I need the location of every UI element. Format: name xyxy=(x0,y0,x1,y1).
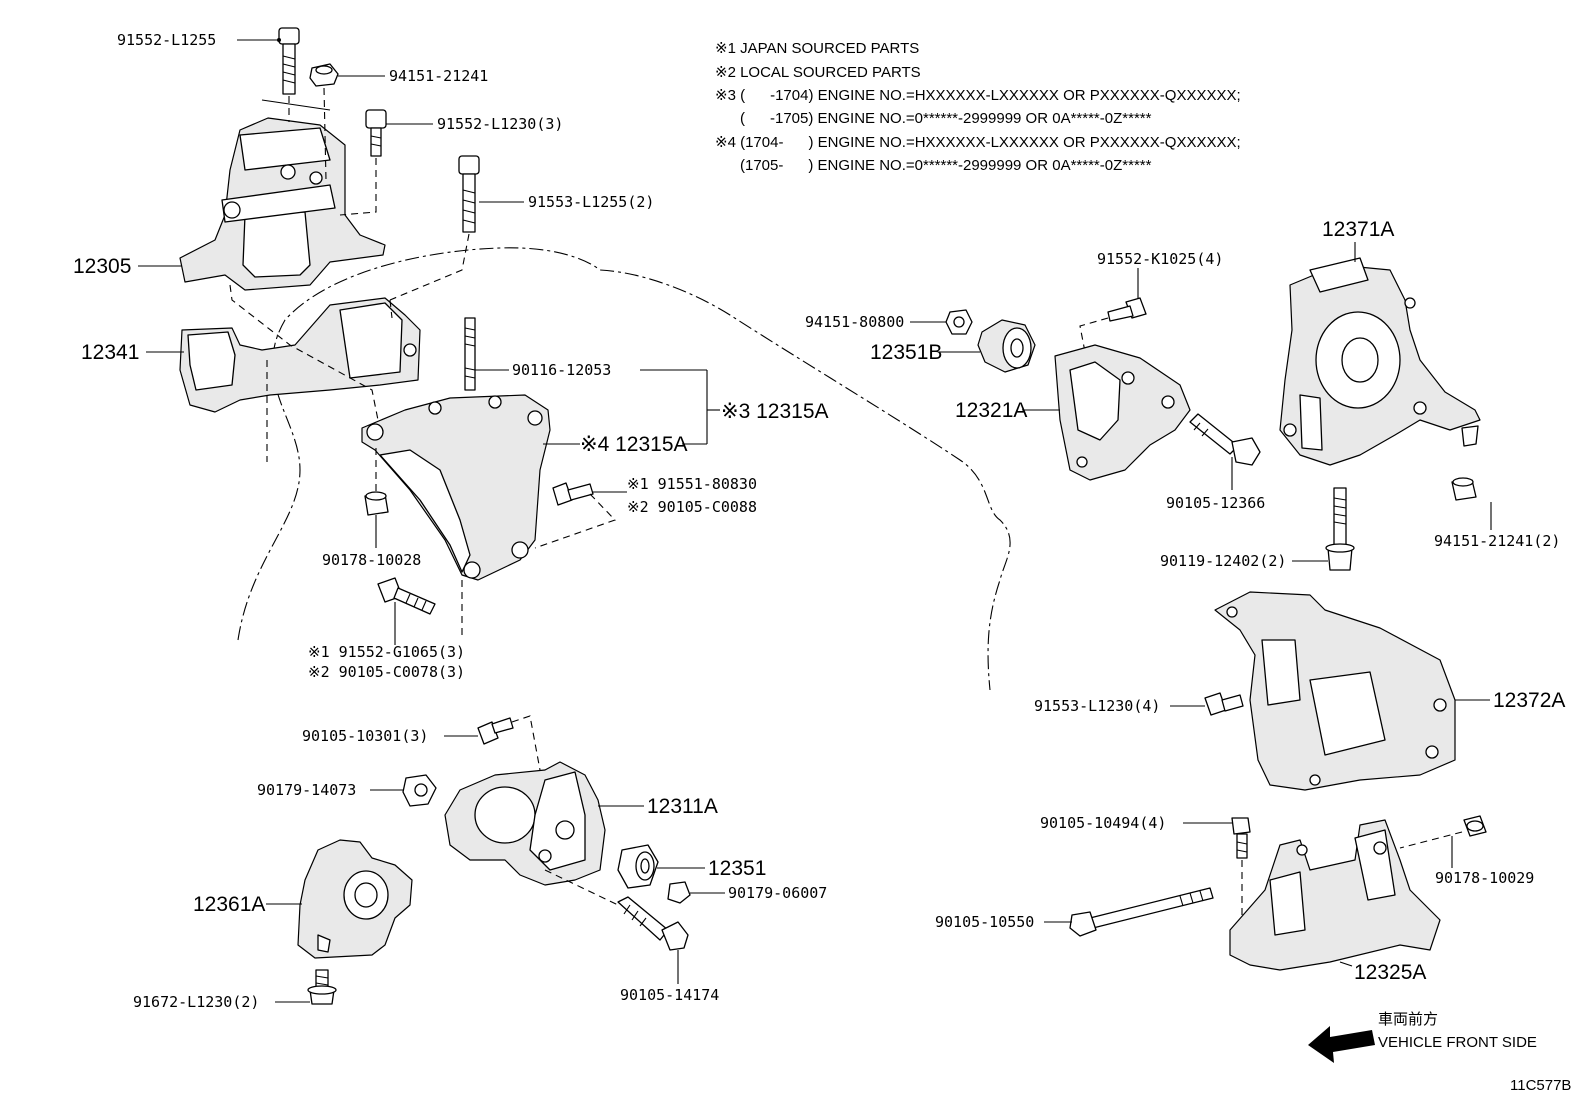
callout-90105-14174[interactable]: 90105-14174 xyxy=(620,986,719,1004)
bolt-90105-14174 xyxy=(617,896,689,951)
bolt-91552-L1230 xyxy=(365,109,387,157)
bolt-90105-10550 xyxy=(1069,887,1214,937)
stud-94151-21241-pin xyxy=(1461,425,1479,447)
note-1: ※1 JAPAN SOURCED PARTS xyxy=(715,40,919,57)
bolt-90105-10301 xyxy=(477,717,514,745)
callout-91672-L1230-2[interactable]: 91672-L1230(2) xyxy=(133,993,259,1011)
bushing-12351 xyxy=(617,844,659,889)
callout-12315A-note3[interactable]: ※3 12315A xyxy=(721,400,829,423)
callout-90179-14073[interactable]: 90179-14073 xyxy=(257,781,356,799)
part-12311A-mount xyxy=(444,761,606,886)
callout-90105-12366[interactable]: 90105-12366 xyxy=(1166,494,1265,512)
part-12325A-bracket xyxy=(1229,819,1441,971)
part-12341-bracket xyxy=(179,297,421,413)
callout-90178-10028[interactable]: 90178-10028 xyxy=(322,551,421,569)
callout-94151-80800[interactable]: 94151-80800 xyxy=(805,313,904,331)
bolt-91552-G1065 xyxy=(377,577,436,615)
bolt-91553-L1255 xyxy=(458,155,480,233)
callout-94151-21241[interactable]: 94151-21241 xyxy=(389,67,488,85)
part-12372A-bracket xyxy=(1214,591,1456,791)
callout-90105-C0078-3[interactable]: ※2 90105-C0078(3) xyxy=(308,663,465,681)
nut-90179-14073 xyxy=(402,774,437,807)
callout-90119-12402-2[interactable]: 90119-12402(2) xyxy=(1160,552,1286,570)
callout-90105-10550[interactable]: 90105-10550 xyxy=(935,913,1034,931)
part-12321A-bracket xyxy=(1054,344,1191,481)
callout-90105-10494-4[interactable]: 90105-10494(4) xyxy=(1040,814,1166,832)
direction-label-jp: 車両前方 xyxy=(1378,1011,1438,1028)
note-4b: (1705- ) ENGINE NO.=0******-2999999 OR 0… xyxy=(715,157,1152,174)
callout-12341[interactable]: 12341 xyxy=(81,341,139,364)
callout-91552-L1230-3[interactable]: 91552-L1230(3) xyxy=(437,115,563,133)
part-12361A-mount xyxy=(297,839,413,959)
callout-91552-G1065-3[interactable]: ※1 91552-G1065(3) xyxy=(308,643,465,661)
stud-90116-12053 xyxy=(464,317,476,391)
bolt-91551-80830 xyxy=(552,482,594,506)
callout-12372A[interactable]: 12372A xyxy=(1493,689,1565,712)
callout-91553-L1255-2[interactable]: 91553-L1255(2) xyxy=(528,193,654,211)
nut-94151-80800 xyxy=(945,309,973,335)
bolt-91553-L1230 xyxy=(1204,692,1244,716)
bolt-90105-10494 xyxy=(1231,817,1251,859)
engine-outline xyxy=(237,247,1011,691)
callout-12351B[interactable]: 12351B xyxy=(870,341,942,364)
callout-90178-10029[interactable]: 90178-10029 xyxy=(1435,869,1534,887)
bolt-91552-K1025 xyxy=(1107,297,1147,322)
part-12371A-mount xyxy=(1279,257,1481,466)
note-4: ※4 (1704- ) ENGINE NO.=HXXXXXX-LXXXXXX O… xyxy=(715,134,1241,151)
callout-94151-21241-2[interactable]: 94151-21241(2) xyxy=(1434,532,1560,550)
bushing-12351B xyxy=(977,319,1036,373)
direction-label-en: VEHICLE FRONT SIDE xyxy=(1378,1034,1537,1051)
vehicle-front-arrow xyxy=(1308,1026,1375,1063)
callout-12315A-note4[interactable]: ※4 12315A xyxy=(580,433,688,456)
callout-12361A[interactable]: 12361A xyxy=(193,893,265,916)
callout-90105-C0088[interactable]: ※2 90105-C0088 xyxy=(627,498,757,516)
callout-90116-12053[interactable]: 90116-12053 xyxy=(512,361,611,379)
nut-90179-06007 xyxy=(667,881,691,904)
nut-90178-10028 xyxy=(364,491,389,516)
nut-94151-21241-right xyxy=(1451,477,1477,501)
callout-12371A[interactable]: 12371A xyxy=(1322,218,1394,241)
bolt-91672-L1230 xyxy=(307,969,337,1005)
callout-12351[interactable]: 12351 xyxy=(708,857,766,880)
callout-91551-80830[interactable]: ※1 91551-80830 xyxy=(627,475,757,493)
bolt-90119-12402 xyxy=(1325,487,1355,571)
callout-90105-10301-3[interactable]: 90105-10301(3) xyxy=(302,727,428,745)
nut-94151-21241 xyxy=(309,63,339,87)
nut-90178-10029 xyxy=(1463,815,1487,837)
callout-91552-L1255[interactable]: 91552-L1255 xyxy=(117,31,216,49)
callout-12311A[interactable]: 12311A xyxy=(647,795,718,818)
note-3: ※3 ( -1704) ENGINE NO.=HXXXXXX-LXXXXXX O… xyxy=(715,87,1241,104)
callout-90179-06007[interactable]: 90179-06007 xyxy=(728,884,827,902)
bolt-90105-12366 xyxy=(1189,413,1261,466)
callout-12325A[interactable]: 12325A xyxy=(1354,961,1426,984)
callout-91552-K1025-4[interactable]: 91552-K1025(4) xyxy=(1097,250,1223,268)
note-2: ※2 LOCAL SOURCED PARTS xyxy=(715,64,921,81)
callout-91553-L1230-4[interactable]: 91553-L1230(4) xyxy=(1034,697,1160,715)
part-12305-engine-mount xyxy=(179,99,386,291)
figure-code: 11C577B xyxy=(1510,1077,1571,1094)
notes-block: ※1 JAPAN SOURCED PARTS ※2 LOCAL SOURCED … xyxy=(715,40,1241,174)
part-12315A-bracket xyxy=(361,394,551,581)
callout-12321A[interactable]: 12321A xyxy=(955,399,1027,422)
note-3b: ( -1705) ENGINE NO.=0******-2999999 OR 0… xyxy=(715,110,1152,127)
bolt-91552-L1255 xyxy=(278,27,300,95)
callout-12305[interactable]: 12305 xyxy=(73,255,131,278)
